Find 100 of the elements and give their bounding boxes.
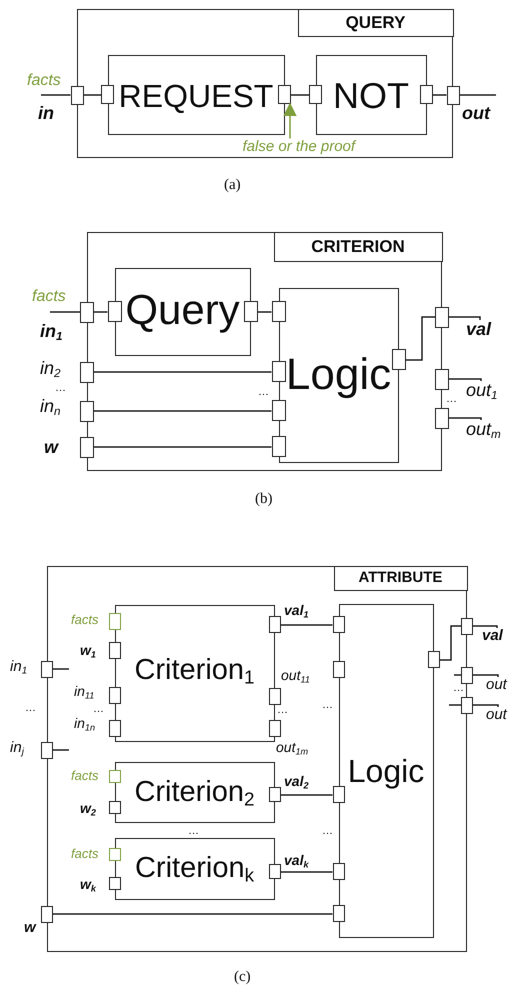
- wire: [50, 311, 80, 313]
- port-label: val: [482, 628, 503, 643]
- port: [332, 661, 344, 678]
- ellipsis: …: [322, 826, 333, 835]
- port-label: facts: [71, 847, 98, 860]
- port: [268, 864, 280, 879]
- port-label: w$_{k}$: [80, 877, 96, 891]
- block-box: [108, 54, 284, 134]
- port: [108, 613, 120, 630]
- port: [272, 361, 286, 382]
- block-label: Query: [124, 288, 241, 330]
- port-label: w: [44, 438, 58, 456]
- wire: [454, 674, 461, 676]
- wire: [258, 311, 272, 313]
- port: [80, 400, 94, 422]
- ellipsis: …: [258, 387, 269, 396]
- block-title: CRITERION: [274, 232, 442, 262]
- port: [108, 687, 120, 704]
- port-label: out$_{1m}$: [276, 740, 308, 754]
- ellipsis: …: [25, 703, 36, 712]
- block-label: Logic: [346, 754, 426, 786]
- wire: [53, 913, 332, 915]
- port-label: facts: [71, 613, 98, 626]
- port: [108, 720, 120, 737]
- port: [101, 85, 114, 104]
- ellipsis: …: [188, 826, 199, 835]
- port-label: w$_{2}$: [80, 801, 96, 815]
- port: [80, 302, 94, 322]
- port-label: out$_{1}$: [466, 381, 498, 399]
- port: [41, 742, 53, 758]
- port: [446, 86, 460, 104]
- port: [461, 696, 473, 714]
- port-label: facts: [71, 769, 98, 782]
- port-label: out: [486, 677, 507, 692]
- wire: [473, 704, 499, 707]
- port-label: out: [462, 104, 490, 122]
- port: [435, 306, 449, 328]
- figure-caption: (b): [255, 492, 272, 507]
- port: [268, 616, 280, 633]
- port: [272, 436, 286, 457]
- ellipsis: …: [55, 383, 66, 392]
- block-box: [47, 566, 467, 952]
- port-label: facts: [27, 73, 61, 89]
- block-label: NOT: [332, 78, 410, 114]
- port-label: in: [38, 104, 54, 122]
- arrow: [283, 102, 297, 138]
- wire: [280, 624, 332, 626]
- wire: [449, 378, 482, 381]
- ellipsis: …: [277, 705, 288, 714]
- wire: [94, 311, 108, 313]
- port: [268, 720, 280, 737]
- port-label: in$_{1}$: [10, 659, 28, 674]
- port: [244, 301, 258, 322]
- wire: [449, 316, 481, 320]
- wire: [84, 94, 101, 96]
- port: [428, 651, 440, 668]
- port: [268, 688, 280, 705]
- port: [332, 863, 344, 880]
- ellipsis: …: [446, 394, 457, 403]
- port-label: in$_{11}$: [74, 684, 94, 698]
- block-label: Criterion$_{2}$: [133, 778, 256, 806]
- port-label: in$_{1}$: [40, 322, 63, 340]
- port: [41, 906, 53, 922]
- port-label: val$_{2}$: [284, 774, 309, 788]
- port: [435, 368, 449, 390]
- port: [435, 408, 449, 428]
- wire: [94, 446, 272, 448]
- wire: [280, 871, 332, 873]
- ellipsis: …: [453, 683, 464, 692]
- block-box: [77, 9, 453, 158]
- wire: [433, 94, 446, 96]
- block-title: ATTRIBUTE: [334, 566, 468, 590]
- block-label: REQUEST: [118, 80, 274, 112]
- port: [309, 85, 322, 104]
- block-title: QUERY: [298, 8, 454, 36]
- port: [332, 905, 344, 922]
- wire: [473, 625, 498, 628]
- port-label: val$_{k}$: [284, 853, 309, 867]
- port: [108, 301, 122, 322]
- annotation-text: false or the proof: [242, 138, 356, 154]
- block-label: Criterion$_{1}$: [133, 656, 256, 684]
- port: [41, 660, 53, 678]
- wire: [94, 410, 272, 412]
- wire: [94, 371, 272, 373]
- port-label: w$_{1}$: [80, 643, 96, 657]
- block-box: [114, 762, 274, 822]
- port: [392, 349, 406, 370]
- port-label: in$_{n}$: [40, 397, 61, 415]
- wire: [449, 704, 461, 706]
- wire: [53, 749, 69, 751]
- port: [108, 848, 120, 861]
- wire: [41, 94, 70, 96]
- port: [332, 786, 344, 803]
- port: [108, 877, 120, 890]
- wire: [460, 94, 496, 96]
- wire: [440, 625, 461, 661]
- port-label: w: [24, 920, 36, 935]
- port: [108, 642, 120, 659]
- figure-caption: (c): [234, 970, 251, 985]
- port-label: val: [466, 320, 492, 338]
